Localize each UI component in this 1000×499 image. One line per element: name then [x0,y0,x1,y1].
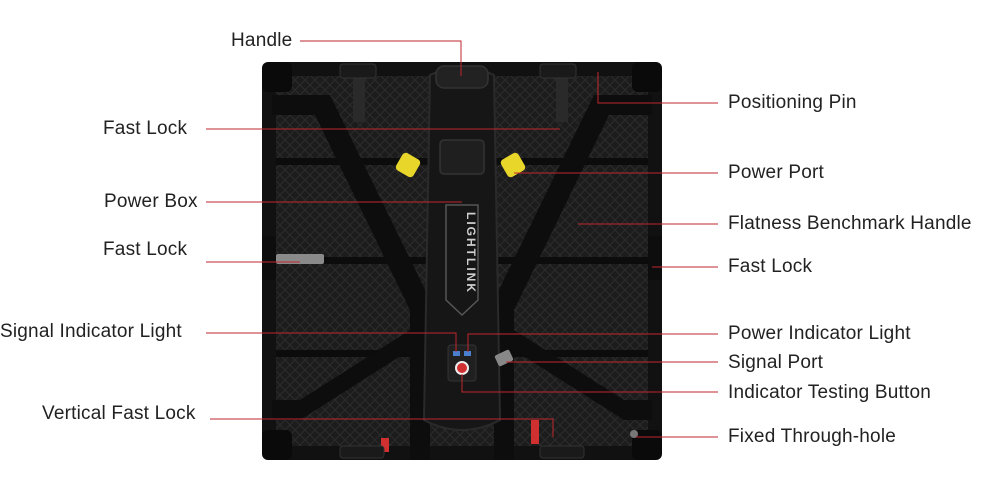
brand-logo: LIGHTLINK [464,212,478,294]
label-signal-port: Signal Port [728,352,824,373]
side-fast-locks [262,236,662,280]
frame-braces [272,95,652,460]
label-handle: Handle [231,30,293,51]
leader-line-handle [300,40,462,76]
label-flatness-benchmark-handle: Flatness Benchmark Handle [728,213,972,234]
leader-line-vertical-fast-lock [210,418,554,437]
bottom-fast-locks [339,420,585,459]
label-indicator-testing-button: Indicator Testing Button [728,382,932,403]
handle [435,65,489,89]
label-positioning-pin: Positioning Pin [728,92,857,113]
label-fixed-through-hole: Fixed Through-hole [728,426,897,447]
power-ports [395,152,526,178]
leader-line-signal-indicator-light [206,332,457,352]
leader-lines [206,40,718,438]
label-power-port: Power Port [728,162,824,183]
label-signal-indicator-light: Signal Indicator Light [0,321,182,342]
label-fast-lock-right: Fast Lock [728,256,813,277]
label-fast-lock-left: Fast Lock [103,239,188,260]
label-power-box: Power Box [104,191,198,212]
leader-line-power-indicator-light [467,333,718,352]
label-power-indicator-light: Power Indicator Light [728,323,911,344]
leader-line-indicator-testing [461,374,718,393]
label-vertical-fast-lock: Vertical Fast Lock [42,403,196,424]
top-fast-locks [339,63,577,122]
fixed-through-hole-marker [630,430,638,438]
leader-line-positioning-pin [597,72,718,104]
label-fast-lock-top: Fast Lock [103,118,188,139]
